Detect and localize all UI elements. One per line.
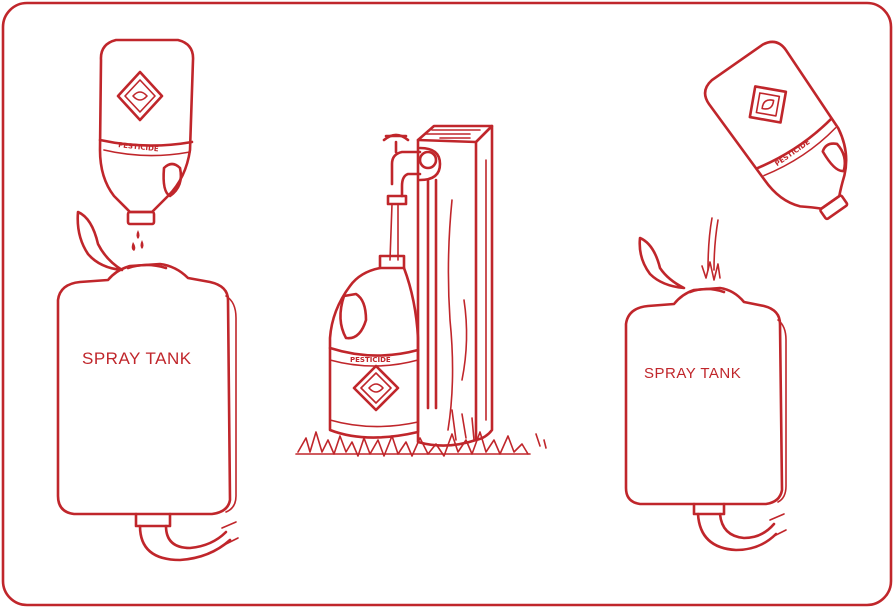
left-spray-tank-icon: SPRAY TANK bbox=[58, 212, 238, 560]
right-spray-tank-icon: SPRAY TANK bbox=[626, 238, 786, 550]
right-tank-label: SPRAY TANK bbox=[644, 365, 741, 382]
left-bottle-label: PESTICIDE bbox=[118, 141, 159, 153]
water-faucet-icon bbox=[384, 135, 440, 408]
right-tilted-bottle-icon: PESTICIDE bbox=[699, 35, 879, 236]
left-panel: PESTICIDE SPRAY TANK bbox=[58, 40, 238, 560]
right-panel: PESTICIDE SPRAY TANK bbox=[626, 35, 879, 550]
left-hose-icon bbox=[140, 526, 230, 560]
middle-panel: PESTICIDE bbox=[296, 126, 546, 456]
left-inverted-bottle-icon: PESTICIDE bbox=[100, 40, 193, 251]
grass-tuft-icon bbox=[296, 410, 546, 456]
middle-pesticide-bottle-icon: PESTICIDE bbox=[330, 256, 418, 438]
left-tank-label: SPRAY TANK bbox=[82, 349, 192, 368]
middle-bottle-label: PESTICIDE bbox=[350, 356, 391, 364]
